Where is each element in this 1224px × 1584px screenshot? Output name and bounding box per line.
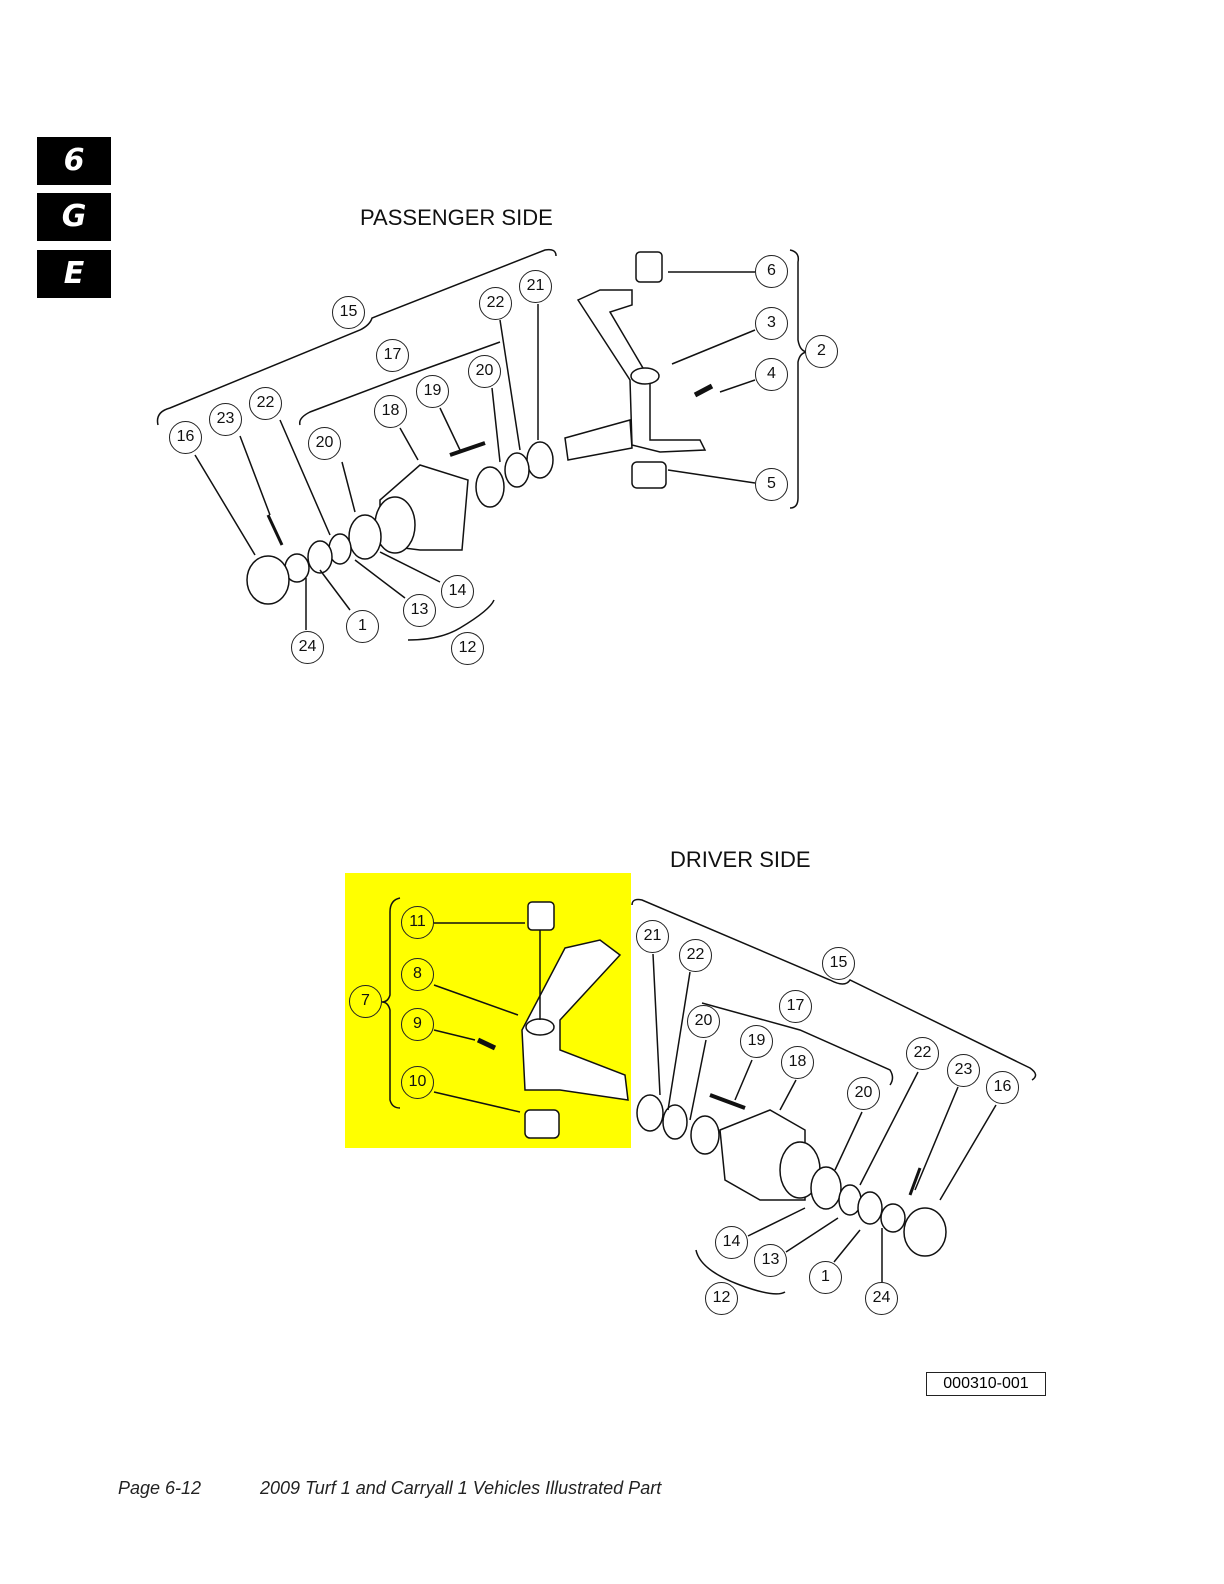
- bracket-17: [298, 341, 501, 426]
- callout-13: 13: [754, 1244, 787, 1277]
- callout-6: 6: [755, 255, 788, 288]
- callout-22: 22: [906, 1037, 939, 1070]
- section-tab-g: G: [37, 193, 111, 241]
- callout-10: 10: [401, 1066, 434, 1099]
- callout-18: 18: [374, 395, 407, 428]
- callout-19: 19: [740, 1025, 773, 1058]
- page-number: Page 6-12: [118, 1478, 202, 1498]
- highlighted-spindle-assembly: [345, 873, 631, 1148]
- callout-19: 19: [416, 375, 449, 408]
- callout-12: 12: [705, 1282, 738, 1315]
- callout-24: 24: [865, 1282, 898, 1315]
- callout-1: 1: [346, 610, 379, 643]
- callout-20: 20: [847, 1077, 880, 1110]
- passenger-parts: [246, 251, 714, 605]
- callout-23: 23: [209, 403, 242, 436]
- callout-17: 17: [376, 339, 409, 372]
- callout-2: 2: [805, 335, 838, 368]
- callout-8: 8: [401, 958, 434, 991]
- callout-14: 14: [441, 575, 474, 608]
- section-tab-e: E: [37, 250, 111, 298]
- callout-15: 15: [822, 947, 855, 980]
- passenger-side-title: PASSENGER SIDE: [360, 205, 553, 230]
- driver-side-title: DRIVER SIDE: [670, 847, 811, 872]
- callout-15: 15: [332, 296, 365, 329]
- callout-9: 9: [401, 1008, 434, 1041]
- callout-22: 22: [249, 387, 282, 420]
- callout-1: 1: [809, 1261, 842, 1294]
- callout-5: 5: [755, 468, 788, 501]
- callout-4: 4: [755, 358, 788, 391]
- callout-7: 7: [349, 985, 382, 1018]
- document-title: 2009 Turf 1 and Carryall 1 Vehicles Illu…: [260, 1478, 662, 1498]
- callout-21: 21: [519, 270, 552, 303]
- callout-18: 18: [781, 1046, 814, 1079]
- callout-20: 20: [468, 355, 501, 388]
- callout-12: 12: [451, 632, 484, 665]
- callout-14: 14: [715, 1226, 748, 1259]
- callout-23: 23: [947, 1054, 980, 1087]
- callout-17: 17: [779, 990, 812, 1023]
- callout-21: 21: [636, 920, 669, 953]
- callout-16: 16: [169, 421, 202, 454]
- callout-24: 24: [291, 631, 324, 664]
- callout-13: 13: [403, 594, 436, 627]
- bracket-15: [156, 248, 557, 426]
- driver-parts: [476, 901, 947, 1257]
- callout-11: 11: [401, 906, 434, 939]
- callout-3: 3: [755, 307, 788, 340]
- callout-22: 22: [679, 939, 712, 972]
- callout-16: 16: [986, 1071, 1019, 1104]
- bracket-12: [407, 599, 495, 641]
- bracket-2: [789, 249, 809, 509]
- figure-id: 000310-001: [926, 1372, 1046, 1396]
- callout-22: 22: [479, 287, 512, 320]
- callout-20: 20: [687, 1005, 720, 1038]
- section-tab-6: 6: [37, 137, 111, 185]
- callout-20: 20: [308, 427, 341, 460]
